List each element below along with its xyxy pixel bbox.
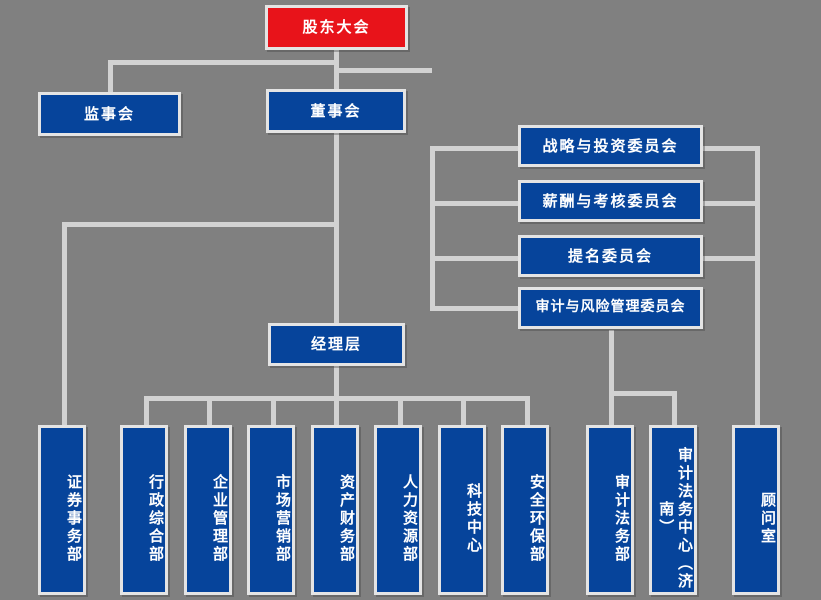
node-label: 监事会 [83,104,135,123]
connector-dept-drop-8 [525,396,530,427]
node-committee-remuneration-appraisal[interactable]: 薪酬与考核委员会 [518,180,703,222]
connector-committee-stub-3 [430,256,522,261]
connector-supervisory-bar [108,60,337,65]
node-label: 薪酬与考核委员会 [542,191,679,210]
node-dept-technology-center[interactable]: 科技中心 [438,425,486,595]
connector-supervisory-drop [108,60,113,93]
connector-dept-drop-2 [144,396,149,427]
node-label: 审计法务中心（济南） [657,447,694,591]
node-management[interactable]: 经理层 [268,323,405,366]
node-supervisory-board[interactable]: 监事会 [38,92,181,136]
connector-committee-stub-1 [430,146,522,151]
node-label: 人力资源部 [401,474,419,564]
connector-management-stem [334,366,339,399]
node-label: 经理层 [310,335,362,354]
connector-dept-drop-3 [207,396,212,427]
node-dept-human-resources[interactable]: 人力资源部 [374,425,422,595]
connector-audit-drop-right [672,391,677,427]
node-label: 证券事务部 [65,474,83,564]
connector-securities-bar [62,222,337,227]
node-label: 提名委员会 [567,246,653,265]
node-label: 顾问室 [759,492,777,546]
connector-board-trunk [334,133,339,323]
node-committee-nomination[interactable]: 提名委员会 [518,235,703,277]
node-dept-audit-legal[interactable]: 审计法务部 [586,425,634,595]
connector-dept-drop-6 [398,396,403,427]
node-label: 审计与风险管理委员会 [535,299,686,316]
node-dept-advisory-office[interactable]: 顾问室 [732,425,780,595]
node-label: 审计法务部 [613,474,631,564]
connector-committee-trunk [430,146,435,311]
node-label: 股东大会 [302,18,371,37]
connector-dept-drop-5 [334,396,339,427]
node-shareholders-meeting[interactable]: 股东大会 [265,5,408,50]
node-dept-asset-finance[interactable]: 资产财务部 [311,425,359,595]
connector-securities-drop [62,222,67,427]
connector-advisor-stub-3 [700,256,760,261]
connector-dept-drop-7 [461,396,466,427]
connector-audit-stem [609,330,614,396]
connector-board-right-bar [334,68,432,73]
node-label: 战略与投资委员会 [542,136,679,155]
node-label: 科技中心 [465,483,483,555]
node-dept-administration-general[interactable]: 行政综合部 [120,425,168,595]
connector-audit-bar [609,391,677,396]
connector-audit-drop-left [609,391,614,427]
node-committee-strategy-investment[interactable]: 战略与投资委员会 [518,125,703,167]
node-board-of-directors[interactable]: 董事会 [266,89,406,133]
node-label: 安全环保部 [528,474,546,564]
connector-committee-stub-4 [430,306,522,311]
node-dept-marketing[interactable]: 市场营销部 [247,425,295,595]
node-committee-audit-risk-management[interactable]: 审计与风险管理委员会 [518,287,703,329]
node-label: 董事会 [310,101,362,120]
connector-advisor-trunk [755,146,760,429]
node-dept-securities-affairs[interactable]: 证券事务部 [38,425,86,595]
node-label: 行政综合部 [147,474,165,564]
connector-dept-drop-4 [271,396,276,427]
node-label: 市场营销部 [274,474,292,564]
node-label: 企业管理部 [211,474,229,564]
node-dept-audit-legal-center-jinan[interactable]: 审计法务中心（济南） [649,425,697,595]
node-label: 资产财务部 [338,474,356,564]
connector-advisor-stub-2 [700,201,760,206]
connector-advisor-stub-1 [700,146,760,151]
connector-committee-stub-2 [430,201,522,206]
node-dept-enterprise-management[interactable]: 企业管理部 [184,425,232,595]
node-dept-safety-environment[interactable]: 安全环保部 [501,425,549,595]
